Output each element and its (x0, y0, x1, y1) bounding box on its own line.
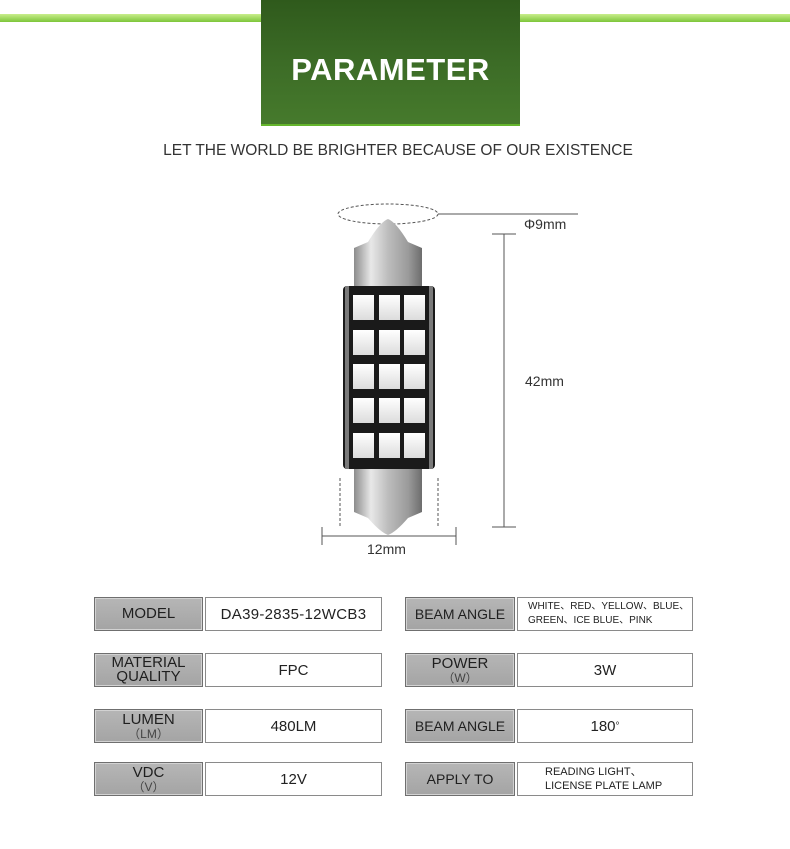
lumen-label: LUMEN （LM） (94, 709, 203, 743)
length-label: 42mm (525, 373, 564, 389)
lumen-value: 480LM (205, 709, 382, 743)
page-title: PARAMETER (291, 52, 490, 87)
apply-to-value: READING LIGHT、 LICENSE PLATE LAMP (517, 762, 693, 796)
beam-color-value: WHITE、RED、YELLOW、BLUE、 GREEN、ICE BLUE、PI… (517, 597, 693, 631)
bottom-metal-cap (354, 465, 422, 535)
material-label: MATERIAL QUALITY (94, 653, 203, 687)
width-label: 12mm (367, 541, 406, 557)
vdc-label: VDC （V） (94, 762, 203, 796)
header-banner: PARAMETER (261, 0, 520, 124)
beam-angle-value: 180° (517, 709, 693, 743)
vdc-value: 12V (205, 762, 382, 796)
beam-angle-label: BEAM ANGLE (405, 709, 515, 743)
page-subtitle: LET THE WORLD BE BRIGHTER BECAUSE OF OUR… (163, 142, 633, 159)
power-value: 3W (517, 653, 693, 687)
top-metal-cap (354, 219, 422, 290)
model-value: DA39-2835-12WCB3 (205, 597, 382, 631)
material-value: FPC (205, 653, 382, 687)
power-label: POWER （W） (405, 653, 515, 687)
festoon-bulb-illustration (321, 203, 578, 545)
diameter-label: Φ9mm (524, 216, 567, 232)
beam-color-label: BEAM ANGLE (405, 597, 515, 631)
model-label: MODEL (94, 597, 203, 631)
led-chips (353, 295, 425, 458)
apply-to-label: APPLY TO (405, 762, 515, 796)
